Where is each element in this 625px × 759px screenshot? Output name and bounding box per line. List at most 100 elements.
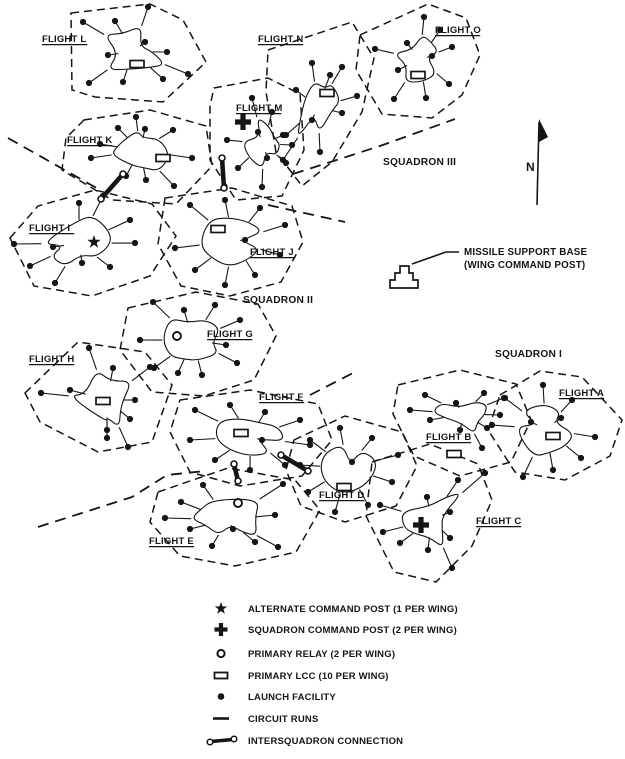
primary-relay-symbol <box>233 498 243 508</box>
legend-item-label: CIRCUIT RUNS <box>248 714 318 725</box>
squadron-label: SQUADRON III <box>383 157 456 168</box>
flight-label: FLIGHT O <box>435 25 481 36</box>
circuit-stub <box>82 21 105 35</box>
circuit-stub <box>220 319 241 329</box>
launch-facility-dot <box>119 78 127 86</box>
circuit-stub <box>442 547 453 569</box>
circuit-loop <box>74 373 130 425</box>
launch-facility-dot <box>436 26 444 34</box>
circuit-stub <box>309 439 327 453</box>
launch-facility-dot <box>161 514 169 522</box>
launch-facility-dot <box>163 48 171 56</box>
circuit-stub <box>218 352 238 364</box>
circuit-stub <box>260 248 281 256</box>
star-icon <box>214 602 228 614</box>
flight-g-area: FLIGHT G <box>119 291 277 397</box>
legend-item-label: LAUNCH FACILITY <box>248 692 336 703</box>
launch-facility-dot <box>87 154 95 162</box>
flight-label: FLIGHT L <box>42 34 86 45</box>
flight-boundary <box>24 341 173 453</box>
flight-f-area: FLIGHT F <box>169 389 333 487</box>
launch-facility-dot <box>109 364 117 372</box>
circuit-run <box>267 204 346 223</box>
launch-facility-dot <box>403 39 411 47</box>
launch-facility-dot <box>131 239 139 247</box>
launch-facility-dot <box>78 259 86 267</box>
launch-facility-dot <box>221 281 229 289</box>
circuit-loop <box>215 418 284 456</box>
circuit-stub <box>278 419 301 428</box>
circuit-stub <box>318 133 321 153</box>
legend-item-label: PRIMARY RELAY (2 PER WING) <box>248 649 395 660</box>
flight-e-area: FLIGHT E <box>149 467 321 567</box>
circuit-stub <box>54 265 66 284</box>
launch-facility-dot <box>271 511 279 519</box>
flight-boundary <box>9 189 177 297</box>
flight-boundary <box>392 369 532 477</box>
launch-facility-dot <box>106 263 114 271</box>
circuit-stub <box>88 69 108 84</box>
circuit-stub <box>174 244 200 249</box>
circuit-stub <box>29 255 51 267</box>
launch-facility-dot <box>406 406 414 414</box>
circuit-stub <box>491 424 515 428</box>
flight-label: FLIGHT K <box>67 135 112 146</box>
intersquadron-icon <box>209 737 235 744</box>
circuit-stub <box>88 347 98 371</box>
launch-facility-dot <box>390 95 398 103</box>
missile-support-base: MISSILE SUPPORT BASE(WING COMMAND POST) <box>389 247 587 289</box>
launch-facility-dot <box>159 75 167 83</box>
launch-facility-dot <box>379 528 387 536</box>
circuit-stub <box>373 475 393 483</box>
launch-facility-dot <box>279 480 287 488</box>
launch-facility-dot <box>191 406 199 414</box>
circuit-run <box>309 371 356 396</box>
launch-facility-dot <box>274 543 282 551</box>
launch-facility-dot <box>174 369 182 377</box>
launch-facility-dot <box>445 80 453 88</box>
circuit-stub <box>462 472 486 494</box>
legend-item-circle: PRIMARY RELAY (2 PER WING) <box>216 648 395 660</box>
flight-boundary <box>149 467 321 567</box>
flight-label: FLIGHT D <box>319 490 364 501</box>
circuit-stub <box>263 224 286 233</box>
primary-lcc-symbol <box>410 70 426 80</box>
launch-facility-dot <box>261 408 269 416</box>
circuit-stub <box>180 501 201 510</box>
launch-facility-dot <box>184 70 192 78</box>
launch-facility-dot <box>177 498 185 506</box>
circuit-loop <box>297 83 339 134</box>
circuit-stub <box>159 170 175 187</box>
circuit-stub <box>307 481 325 493</box>
launch-facility-dot <box>10 240 18 248</box>
launch-facility-dot <box>85 79 93 87</box>
launch-facility-dot <box>454 476 462 484</box>
flight-d-area: FLIGHT D <box>285 415 418 523</box>
circuit-stub <box>164 517 192 520</box>
flight-label: FLIGHT B <box>426 432 471 443</box>
legend-item-label: ALTERNATE COMMAND POST (1 PER WING) <box>248 604 458 615</box>
circuit-loop <box>519 404 572 456</box>
launch-facility-dot <box>496 411 504 419</box>
launch-facility-dot <box>421 391 429 399</box>
launch-facility-dot <box>248 94 256 102</box>
launch-facility-dot <box>338 63 346 71</box>
circuit-stub <box>393 82 406 100</box>
relay-circle-icon <box>216 648 226 659</box>
flight-boundary <box>119 291 277 397</box>
launch-facility-dot <box>549 466 557 474</box>
launch-facility-dot <box>306 436 314 444</box>
launch-facility-dot <box>208 542 216 550</box>
circuit-stub <box>170 154 193 159</box>
launch-facility-dot <box>186 201 194 209</box>
launch-facility-dot <box>371 45 379 53</box>
launch-facility-dot <box>211 301 219 309</box>
primary-lcc-symbol <box>210 224 226 234</box>
launch-facility-dot <box>111 17 119 25</box>
launch-facility-dot <box>452 399 460 407</box>
circuit-stub <box>270 452 286 466</box>
launch-facility-dot <box>426 416 434 424</box>
launch-facility-dot <box>577 454 585 462</box>
launch-facility-dot <box>591 433 599 441</box>
